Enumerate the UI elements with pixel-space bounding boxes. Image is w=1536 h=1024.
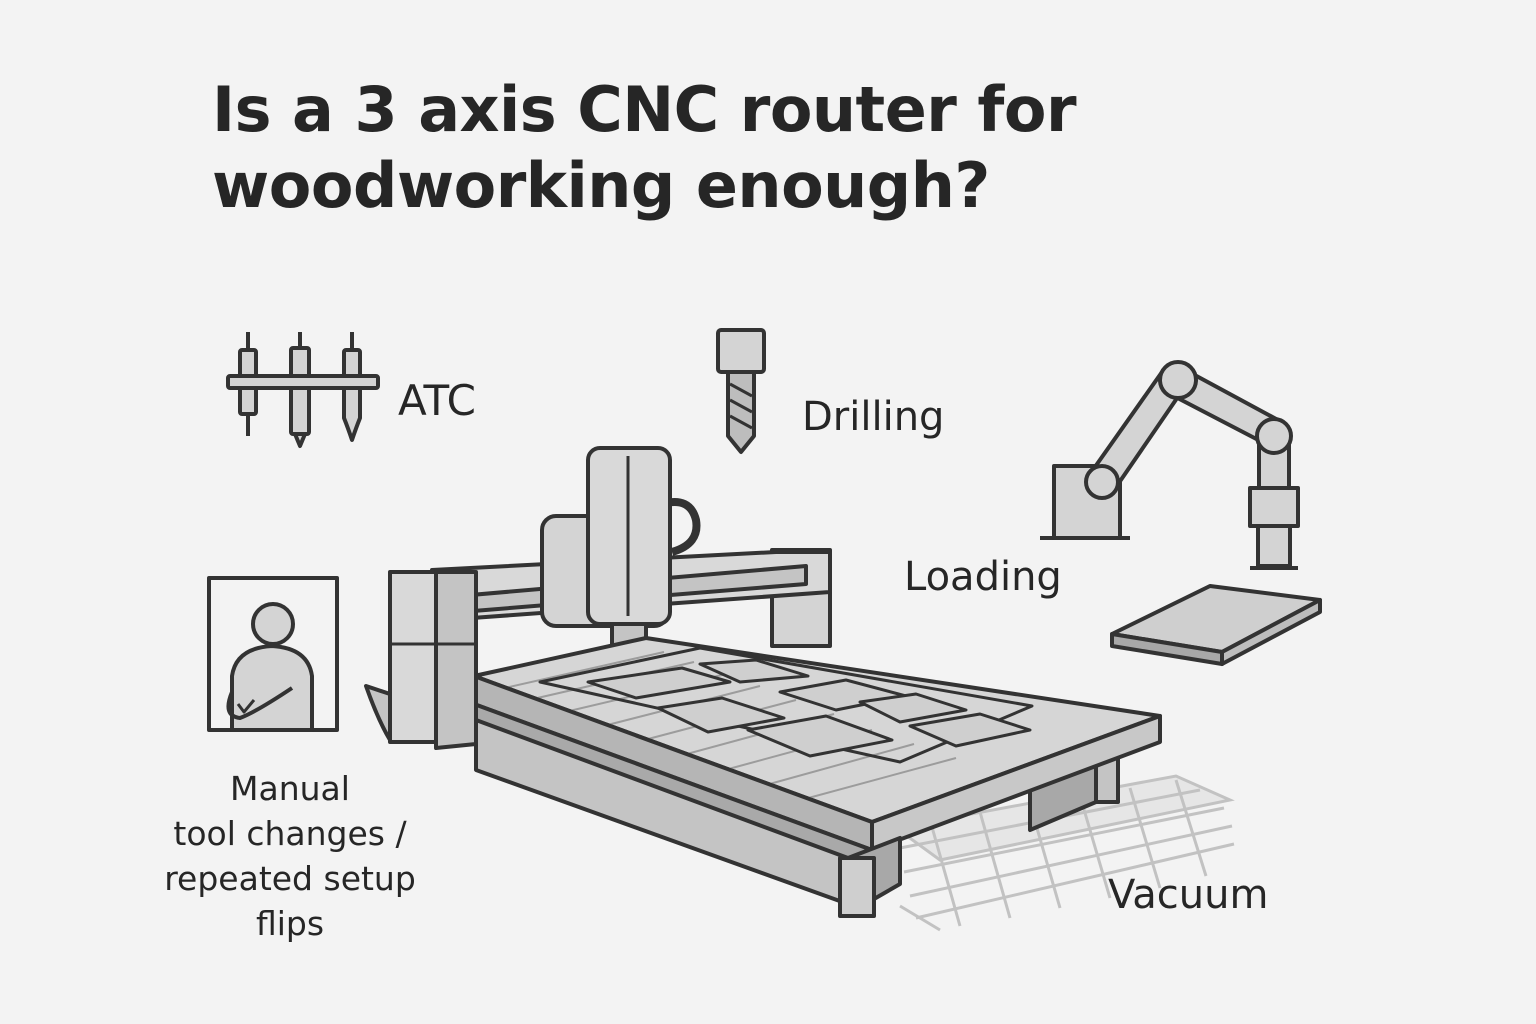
atc-label: ATC [398,376,476,425]
manual-label-line-1: Manual [230,769,350,808]
page-title: Is a 3 axis CNC router for woodworking e… [212,72,1077,224]
loading-label: Loading [904,554,1062,600]
manual-label-line-3: repeated setup [164,859,416,898]
manual-label-line-4: flips [255,904,325,943]
cnc-router-icon [364,446,1162,918]
drilling-label: Drilling [802,394,945,440]
title-line-2: woodworking enough? [212,149,990,222]
vacuum-label: Vacuum [1108,872,1269,918]
drill-bit-icon [716,328,766,454]
robot-arm-icon [1040,360,1322,666]
manual-label: Manual tool changes / repeated setup fli… [130,766,450,946]
title-line-1: Is a 3 axis CNC router for [212,73,1077,146]
operator-icon [207,576,339,732]
manual-label-line-2: tool changes / [173,814,407,853]
atc-tool-rack-icon [226,332,380,448]
